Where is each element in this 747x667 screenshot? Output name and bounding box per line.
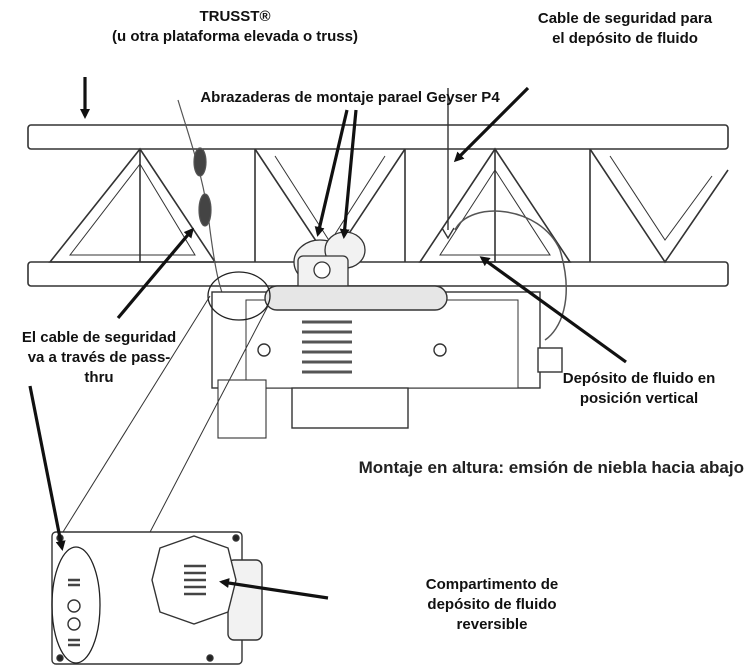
pass-thru-bar: [264, 285, 448, 311]
truss-bottom-beam: [27, 261, 729, 287]
label-clamps: Abrazaderas de montaje parael Geyser P4: [150, 88, 550, 108]
label-compartment-line-1: Compartimento de: [425, 576, 559, 593]
label-safety-cable-passthru-line-1: El cable de seguridad: [21, 329, 177, 346]
label-safety-cable-passthru: El cable de seguridad va a través de pas…: [0, 328, 198, 388]
label-tank-vertical-line-2: posición vertical: [579, 390, 699, 407]
truss-diagonals: [48, 147, 729, 264]
arrow-compartment: [219, 578, 329, 600]
safety-cable-left: [177, 99, 226, 301]
callout-arrows: [28, 77, 627, 600]
caption-text: Montaje en altura: emsión de niebla haci…: [358, 458, 744, 477]
label-tank-vertical: Depósito de fluido en posición vertical: [544, 369, 734, 409]
unit-side-tab: [537, 347, 563, 373]
arrow-tank-vertical: [479, 256, 627, 364]
label-trusst-line-1: TRUSST®: [199, 8, 271, 25]
label-tank-vertical-line-1: Depósito de fluido en: [562, 370, 716, 387]
label-compartment-line-2: depósito de fluido: [427, 596, 557, 613]
truss: [27, 124, 729, 287]
label-safety-cable-passthru-line-2: va a través de pass-: [27, 349, 171, 366]
label-trusst: TRUSST® (u otra plataforma elevada o tru…: [85, 7, 385, 47]
label-clamps-text: Abrazaderas de montaje parael Geyser P4: [200, 89, 500, 106]
label-safety-cable-tank: Cable de seguridad para el depósito de f…: [515, 9, 735, 49]
label-safety-cable-passthru-line-3: thru: [84, 369, 114, 386]
arrow-safety-tank: [453, 86, 530, 163]
arrow-bottom-passthru: [28, 385, 66, 551]
pass-thru-highlight: [207, 271, 271, 321]
unit-base: [291, 387, 409, 429]
truss-top-beam: [27, 124, 729, 150]
bottom-view: [51, 531, 263, 665]
label-trusst-line-2: (u otra plataforma elevada o truss): [112, 28, 358, 45]
safety-cable-tank-line: [441, 88, 455, 240]
label-safety-cable-tank-line-1: Cable de seguridad para: [537, 10, 713, 27]
arrow-safety-cable: [116, 227, 194, 320]
label-compartment: Compartimento de depósito de fluido reve…: [392, 575, 592, 635]
caption: Montaje en altura: emsión de niebla haci…: [282, 458, 744, 478]
unit-vents: [302, 320, 352, 374]
label-safety-cable-tank-line-2: el depósito de fluido: [552, 30, 698, 47]
fluid-tank-outline: [454, 210, 567, 341]
label-compartment-line-3: reversible: [456, 616, 528, 633]
arrow-clamp-2: [339, 109, 358, 239]
bottom-passthru-highlight: [51, 546, 101, 664]
arrow-clamp-1: [314, 109, 349, 237]
